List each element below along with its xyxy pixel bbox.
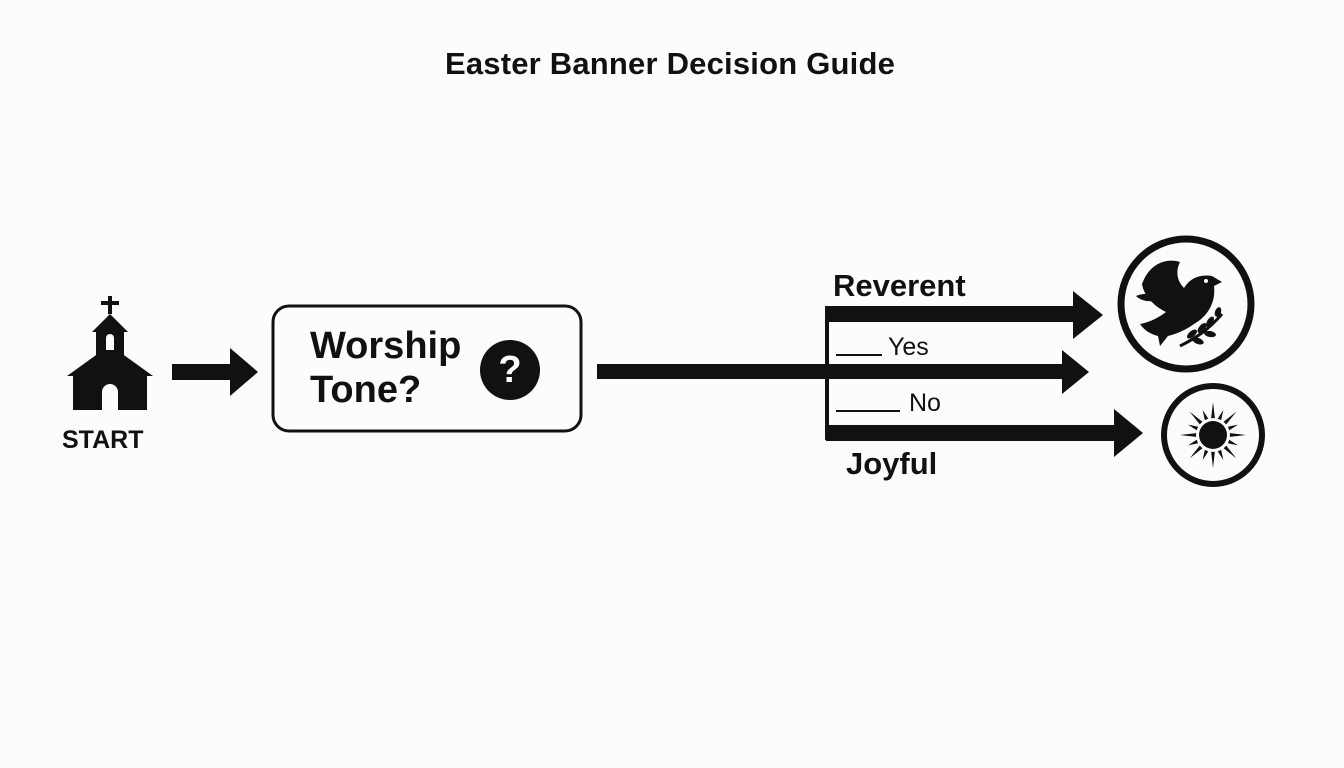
dove-icon	[1117, 235, 1255, 373]
sun-ray	[1217, 449, 1224, 460]
sun-ray	[1223, 411, 1237, 425]
yes-arrowhead	[1062, 350, 1089, 394]
yes-label-underline	[836, 354, 882, 356]
question-mark-icon: ?	[498, 349, 522, 391]
diagram-title: Easter Banner Decision Guide	[444, 46, 896, 81]
sun-ray	[1217, 410, 1224, 421]
sun-ray	[1188, 439, 1199, 446]
edge-label-yes: Yes	[888, 333, 929, 361]
sun-ray	[1202, 449, 1209, 460]
sun-ray	[1202, 410, 1209, 421]
sun-ray	[1227, 424, 1238, 431]
church-icon	[67, 296, 153, 410]
decision-box	[271, 304, 583, 433]
arrow-reverent	[826, 291, 1103, 339]
question-circle	[480, 340, 540, 400]
decision-question: Worship Tone?	[310, 324, 461, 412]
edge-label-no: No	[909, 389, 941, 417]
no-label-underline	[836, 410, 900, 412]
sun-ray	[1189, 445, 1203, 459]
sun-ray	[1211, 451, 1215, 468]
sun-ray	[1189, 411, 1203, 425]
decision-line-2: Tone?	[310, 369, 422, 411]
arrow-joyful	[826, 409, 1143, 457]
main-connector-line	[597, 364, 1067, 379]
decision-line-1: Worship	[310, 325, 462, 367]
sun-ray	[1229, 433, 1246, 437]
sun-icon	[1161, 383, 1265, 487]
start-label: START	[62, 426, 144, 454]
sun-ray	[1211, 402, 1215, 419]
sun-ray	[1180, 433, 1197, 437]
branch-bracket	[825, 306, 829, 440]
arrow-start-to-decision	[172, 348, 258, 396]
sun-ray	[1223, 445, 1237, 459]
branch-label-reverent: Reverent	[833, 268, 966, 303]
sun-ray	[1227, 439, 1238, 446]
sun-ray	[1188, 424, 1199, 431]
branch-label-joyful: Joyful	[846, 446, 938, 481]
